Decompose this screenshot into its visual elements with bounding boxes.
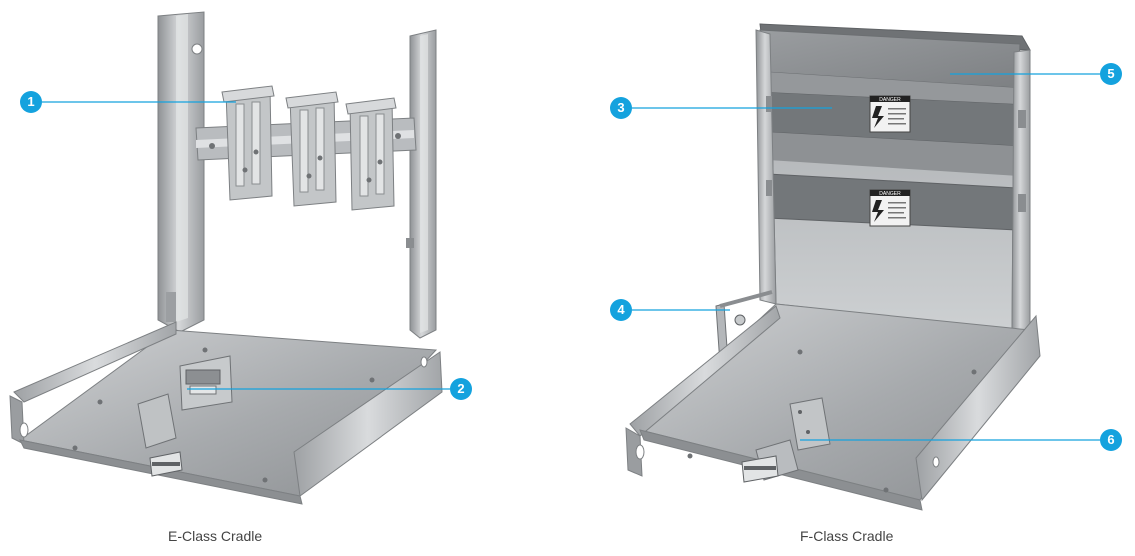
danger-label-text: DANGER: [879, 97, 901, 103]
e-class-base-plate: [9, 321, 443, 505]
e-class-contact-3: [345, 97, 397, 211]
e-class-right-post: [406, 29, 437, 339]
f-class-danger-label-2: DANGER: [869, 189, 911, 227]
e-class-racking-mechanism: [137, 355, 233, 477]
callout-badge-3: 3: [610, 97, 632, 119]
f-class-racking-slide: [741, 397, 831, 483]
callout-badge-4: 4: [610, 299, 632, 321]
e-class-caption: E-Class Cradle: [168, 528, 263, 544]
e-class-contact-1: [221, 85, 275, 201]
e-class-left-post: [157, 11, 205, 333]
f-class-cradle: DANGER DANGER: [625, 23, 1041, 511]
e-class-contact-2: [285, 91, 339, 207]
e-class-cradle: [9, 11, 443, 505]
callout-badge-6: 6: [1100, 429, 1122, 451]
callout-badge-1: 1: [20, 91, 42, 113]
callout-badge-5: 5: [1100, 63, 1122, 85]
f-class-danger-label-1: DANGER: [869, 95, 911, 133]
callout-leaders: [42, 73, 1100, 441]
f-class-caption: F-Class Cradle: [800, 528, 894, 544]
danger-label-text: DANGER: [879, 191, 901, 197]
f-class-right-post: [1011, 49, 1031, 335]
callout-badge-2: 2: [450, 378, 472, 400]
f-class-base-plate: [625, 303, 1041, 511]
